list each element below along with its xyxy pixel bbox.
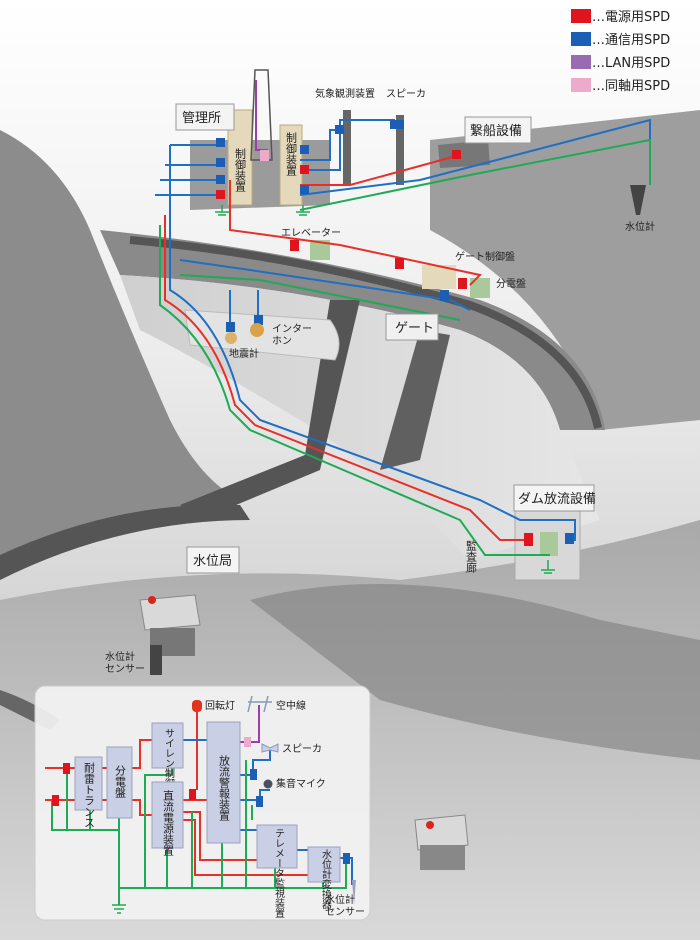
legend-label-comm: …通信用SPD	[592, 33, 670, 48]
svg-text:制御装置: 制御装置	[285, 132, 298, 176]
antenna-icon	[247, 695, 272, 713]
svg-text:水位計: 水位計	[105, 650, 135, 663]
wires	[155, 80, 651, 556]
block-converter: 水位計変換器	[320, 849, 332, 910]
label-suiikyoku: 水位局	[193, 554, 232, 569]
svg-text:エレベーター: エレベーター	[281, 227, 341, 239]
svg-text:集音マイク: 集音マイク	[276, 777, 326, 790]
legend-swatch-comm	[571, 32, 591, 46]
spd-markers	[216, 120, 574, 546]
legend: …電源用SPD …通信用SPD …LAN用SPD …同軸用SPD	[571, 9, 670, 94]
block-alarm: 放流警報装置	[218, 754, 231, 821]
svg-text:インター: インター	[272, 323, 312, 335]
legend-label-lan: …LAN用SPD	[592, 56, 670, 71]
equipment-labels: 気象観測装置 スピーカ 水位計 制御装置 制御装置 エレベーター ゲート制御盤 …	[105, 87, 655, 675]
microphone-icon	[263, 779, 273, 789]
svg-text:空中線: 空中線	[276, 699, 306, 712]
label-keisen: 繋船設備	[470, 123, 522, 139]
spillway-chute	[180, 300, 360, 520]
label-gate: ゲート	[395, 321, 434, 336]
ground-symbols	[215, 205, 555, 574]
legend-swatch-power	[571, 9, 591, 23]
forest-lower	[250, 584, 700, 760]
sensor-icon	[352, 880, 356, 905]
svg-text:水位計: 水位計	[325, 893, 355, 906]
svg-text:センサー: センサー	[105, 663, 145, 675]
inset-system-diagram: 耐雷トランス 分電盤 サイレン制御盤 直流電源装置 放流警報装置 テレメータ監視…	[34, 685, 371, 921]
svg-text:スピーカ: スピーカ	[386, 88, 426, 100]
legend-swatch-lan	[571, 55, 591, 69]
svg-text:ゲート制御盤: ゲート制御盤	[455, 250, 515, 263]
svg-text:水位計: 水位計	[625, 220, 655, 233]
svg-text:スピーカ: スピーカ	[282, 743, 322, 755]
suiikyoku-building	[139, 594, 201, 675]
svg-text:ホン: ホン	[272, 335, 292, 347]
svg-text:回転灯: 回転灯	[205, 700, 235, 712]
water-level-sensor	[630, 185, 646, 215]
keisen-building	[438, 140, 490, 168]
block-dc: 直流電源装置	[162, 789, 175, 856]
label-dam-houryu: ダム放流設備	[518, 491, 596, 507]
legend-label-power: …電源用SPD	[592, 10, 670, 25]
svg-text:監査廊: 監査廊	[465, 539, 478, 574]
block-siren: サイレン制御盤	[163, 728, 175, 798]
forest-hill	[0, 130, 240, 560]
legend-label-coax: …同軸用SPD	[592, 79, 670, 94]
svg-text:気象観測装置: 気象観測装置	[315, 87, 375, 100]
svg-text:分電盤: 分電盤	[496, 277, 526, 290]
block-bunden: 分電盤	[114, 765, 127, 798]
dam-crest	[100, 230, 605, 430]
speaker-icon	[261, 743, 279, 753]
label-kanrisho: 管理所	[182, 111, 221, 126]
block-telemeter: テレメータ監視装置	[273, 828, 285, 918]
svg-text:センサー: センサー	[325, 906, 365, 918]
svg-text:地震計: 地震計	[229, 347, 259, 360]
rotating-lamp-icon	[192, 700, 202, 712]
remote-station	[414, 814, 469, 870]
facility-labels: 管理所 繋船設備 ゲート ダム放流設備 水位局	[175, 103, 596, 574]
weather-pole	[343, 110, 351, 185]
speaker-pole	[396, 115, 404, 185]
block-trans: 耐雷トランス	[83, 762, 96, 828]
svg-text:制御装置: 制御装置	[234, 148, 247, 192]
legend-swatch-coax	[571, 78, 591, 92]
